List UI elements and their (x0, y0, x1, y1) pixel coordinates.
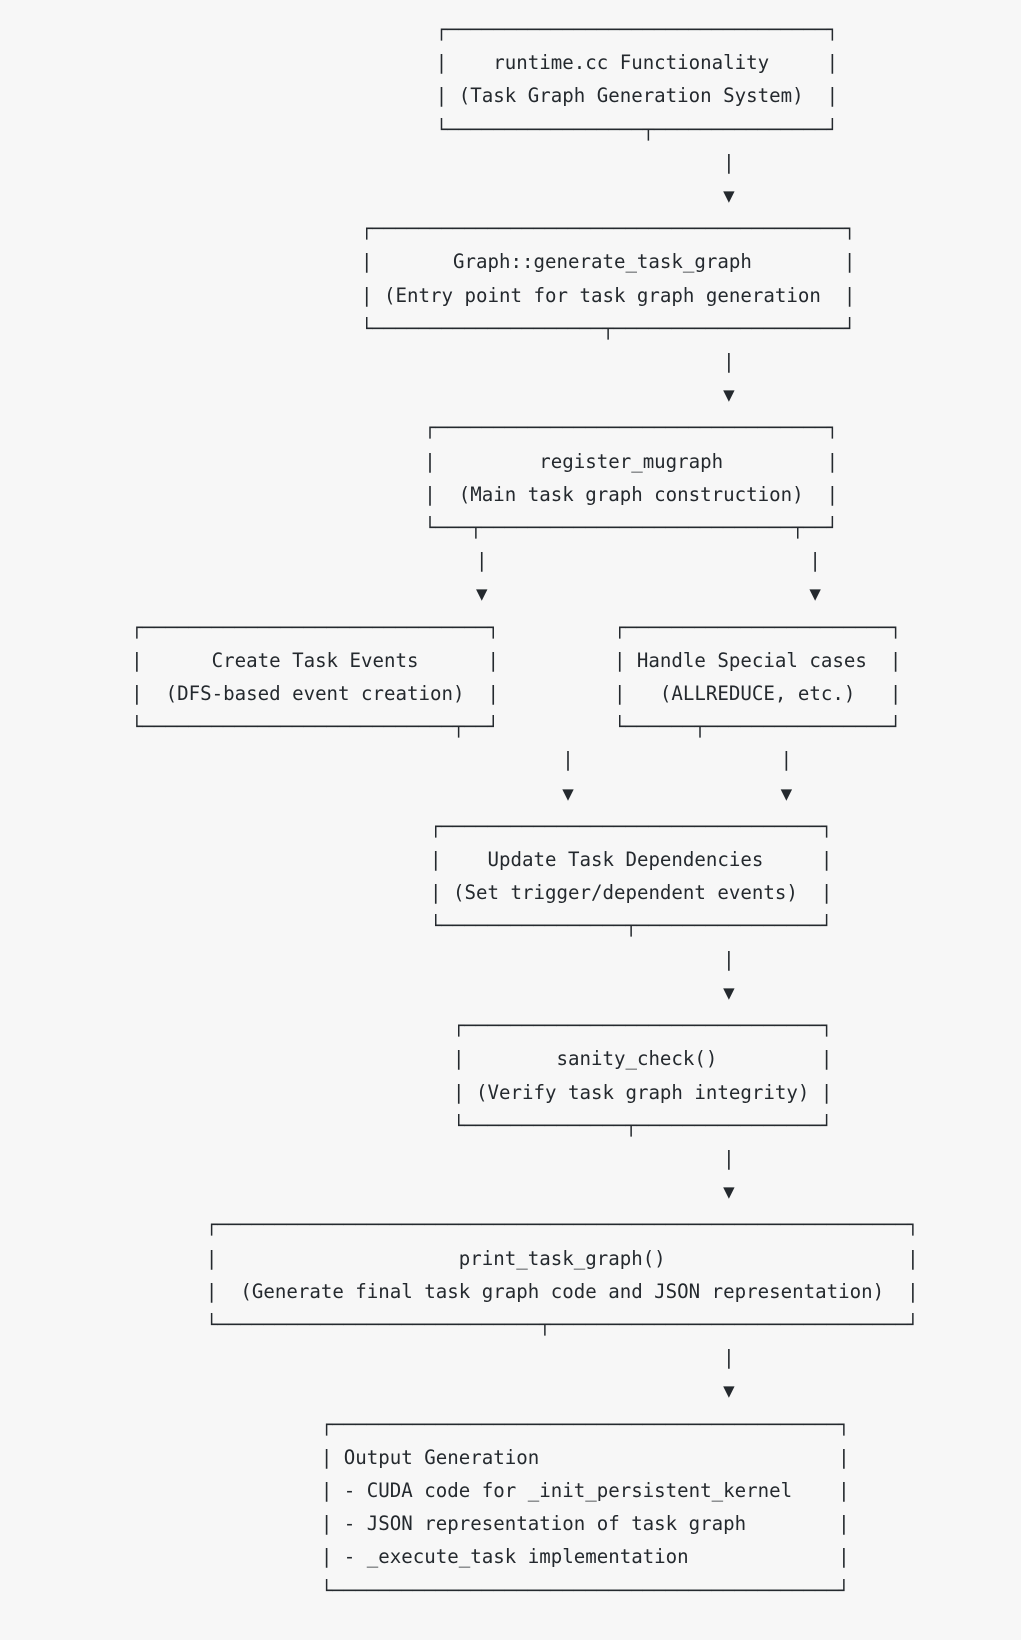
generate-task-graph-box-top: ┌───────────────────────────────────────… (165, 217, 856, 241)
connector-5-arrow: ▼ (286, 980, 735, 1004)
print-task-graph-subtitle: | (Generate final task graph code and JS… (102, 1279, 919, 1303)
update-deps-box-bottom: └────────────────┬────────────────┘ (188, 914, 833, 938)
update-deps-box-top: ┌─────────────────────────────────┐ (188, 814, 833, 838)
output-gen-line-4: | - _execute_task implementation | (171, 1545, 850, 1569)
update-deps-subtitle: | (Set trigger/dependent events) | (188, 881, 833, 905)
ascii-flowchart: ┌─────────────────────────────────┐ | ru… (102, 18, 919, 1602)
output-gen-box-top: ┌───────────────────────────────────────… (171, 1412, 850, 1436)
merge-arrows: ▼ ▼ (228, 781, 793, 805)
connector-6-line: | (286, 1146, 735, 1170)
register-mugraph-title: | register_mugraph | (182, 449, 839, 473)
connector-1-arrow: ▼ (286, 184, 735, 208)
sanity-check-box-top: ┌───────────────────────────────┐ (188, 1014, 833, 1038)
output-gen-box-bottom: └───────────────────────────────────────… (171, 1578, 850, 1602)
runtime-cc-box-bottom: └─────────────────┬───────────────┘ (182, 117, 839, 141)
print-task-graph-box-top: ┌───────────────────────────────────────… (102, 1213, 919, 1237)
generate-task-graph-box-bottom: └────────────────────┬──────────────────… (165, 316, 856, 340)
runtime-cc-title: | runtime.cc Functionality | (182, 51, 839, 75)
sanity-check-subtitle: | (Verify task graph integrity) | (188, 1080, 833, 1104)
print-task-graph-title: | print_task_graph() | (102, 1246, 919, 1270)
print-task-graph-box-bottom: └────────────────────────────┬──────────… (102, 1312, 919, 1336)
parallel-boxes-title: | Create Task Events | | Handle Special … (119, 648, 902, 672)
branch-lines: | | (200, 549, 821, 573)
generate-task-graph-subtitle: | (Entry point for task graph generation… (165, 283, 856, 307)
runtime-cc-subtitle: | (Task Graph Generation System) | (182, 84, 839, 108)
register-mugraph-box-top: ┌──────────────────────────────────┐ (182, 416, 839, 440)
connector-5-line: | (286, 947, 735, 971)
connector-2-arrow: ▼ (286, 383, 735, 407)
connector-1-line: | (286, 150, 735, 174)
register-mugraph-subtitle: | (Main task graph construction) | (182, 482, 839, 506)
generate-task-graph-title: | Graph::generate_task_graph | (165, 250, 856, 274)
output-gen-line-2: | - CUDA code for _init_persistent_kerne… (171, 1478, 850, 1502)
merge-lines: | | (228, 748, 793, 772)
output-gen-line-1: | Output Generation | (171, 1445, 850, 1469)
parallel-boxes-subtitle: | (DFS-based event creation) | | (ALLRED… (119, 682, 902, 706)
sanity-check-box-bottom: └──────────────┬────────────────┘ (188, 1113, 833, 1137)
parallel-boxes-bottom: └───────────────────────────┬──┘ └──────… (119, 715, 902, 739)
connector-7-arrow: ▼ (286, 1379, 735, 1403)
runtime-cc-box-top: ┌─────────────────────────────────┐ (182, 18, 839, 41)
output-gen-line-3: | - JSON representation of task graph | (171, 1512, 850, 1536)
connector-7-line: | (286, 1346, 735, 1370)
sanity-check-title: | sanity_check() | (188, 1047, 833, 1071)
connector-6-arrow: ▼ (286, 1180, 735, 1204)
parallel-boxes-top: ┌──────────────────────────────┐ ┌──────… (119, 615, 902, 639)
branch-arrows: ▼ ▼ (200, 582, 821, 606)
update-deps-title: | Update Task Dependencies | (188, 848, 833, 872)
register-mugraph-box-bottom: └───┬───────────────────────────┬──┘ (182, 516, 839, 540)
connector-2-line: | (286, 350, 735, 374)
